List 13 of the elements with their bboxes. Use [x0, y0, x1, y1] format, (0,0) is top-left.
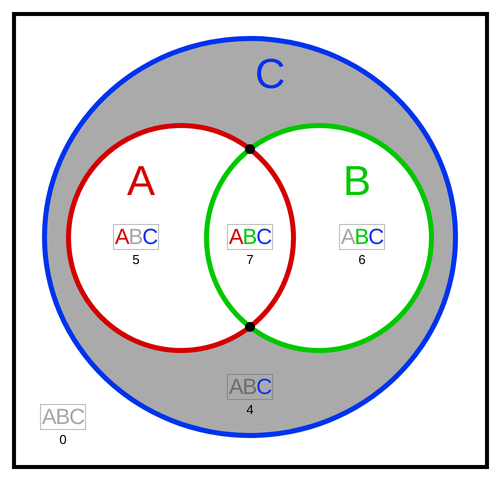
set-label: A	[127, 160, 156, 202]
count-label: 6	[357, 253, 367, 266]
set-label: C	[255, 53, 286, 95]
region-letters: ABC	[228, 376, 272, 398]
count-label: 0	[58, 433, 68, 446]
set-label: B	[343, 160, 372, 202]
region-letters: ABC	[114, 226, 158, 248]
region-letters: ABC	[340, 226, 384, 248]
region-letters: ABC	[42, 406, 84, 428]
count-label: 7	[245, 253, 255, 266]
count-label: 5	[131, 253, 141, 266]
region-letters: ABC	[228, 226, 272, 248]
count-label: 4	[245, 403, 255, 416]
